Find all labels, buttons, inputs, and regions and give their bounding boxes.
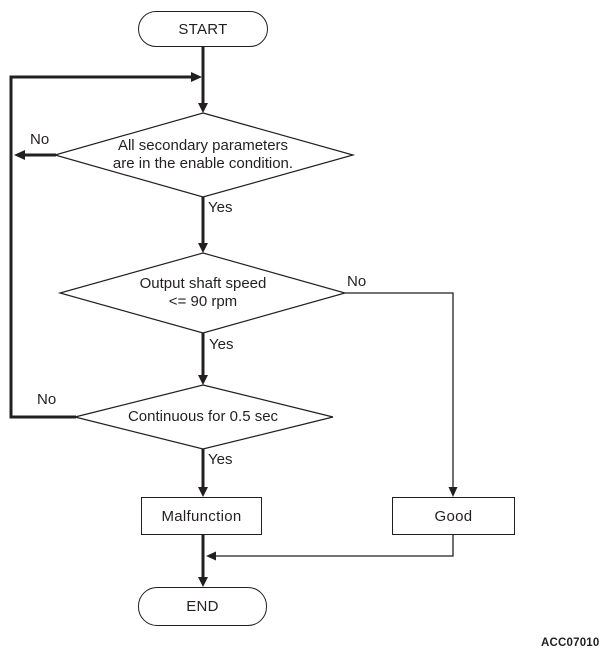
- decision3-yes-arrowhead: [198, 487, 208, 497]
- decision1-no-arrowhead: [14, 150, 25, 160]
- decision1-text-line1: All secondary parameters: [117, 137, 289, 154]
- decision1-text-line2: are in the enable condition.: [112, 155, 294, 172]
- good-box: Good: [392, 497, 515, 535]
- decision3-diamond: [74, 384, 334, 450]
- decision2-yes-arrowhead: [198, 375, 208, 385]
- decision3-text: Continuous for 0.5 sec: [128, 408, 278, 426]
- decision2-text-line1: Output shaft speed: [139, 275, 267, 292]
- decision2-diamond: [57, 252, 348, 334]
- decision1-yes-label: Yes: [208, 199, 233, 216]
- decision2-no-line: [345, 292, 454, 489]
- decision1-yes-arrowhead: [198, 243, 208, 253]
- decision2-text-line2: <= 90 rpm: [168, 293, 238, 310]
- malfunction-box: Malfunction: [141, 497, 262, 535]
- decision2-yes-label: Yes: [209, 336, 234, 353]
- decision2-no-label: No: [347, 273, 367, 290]
- good-label: Good: [434, 507, 473, 525]
- decision3-text-line1: Continuous for 0.5 sec: [127, 408, 279, 425]
- good-merge-line: [215, 535, 454, 557]
- good-merge-arrowhead: [206, 551, 216, 561]
- start-terminal: START: [138, 11, 268, 47]
- figure-code: ACC07010: [541, 637, 600, 649]
- malfunction-label: Malfunction: [161, 507, 242, 525]
- start-label: START: [178, 20, 228, 38]
- loop-merge-arrowhead: [191, 72, 202, 82]
- decision2-text: Output shaft speed <= 90 rpm: [140, 275, 267, 311]
- start-to-decision1-arrowhead: [198, 103, 208, 113]
- end-label: END: [186, 598, 219, 615]
- end-arrowhead: [198, 577, 208, 587]
- decision3-yes-label: Yes: [208, 451, 233, 468]
- decision1-no-label: No: [30, 131, 50, 148]
- decision3-no-label: No: [37, 391, 57, 408]
- decision1-text: All secondary parameters are in the enab…: [113, 137, 293, 173]
- decision1-diamond: [52, 112, 356, 198]
- end-terminal: END: [138, 587, 267, 626]
- good-arrowhead: [448, 487, 458, 497]
